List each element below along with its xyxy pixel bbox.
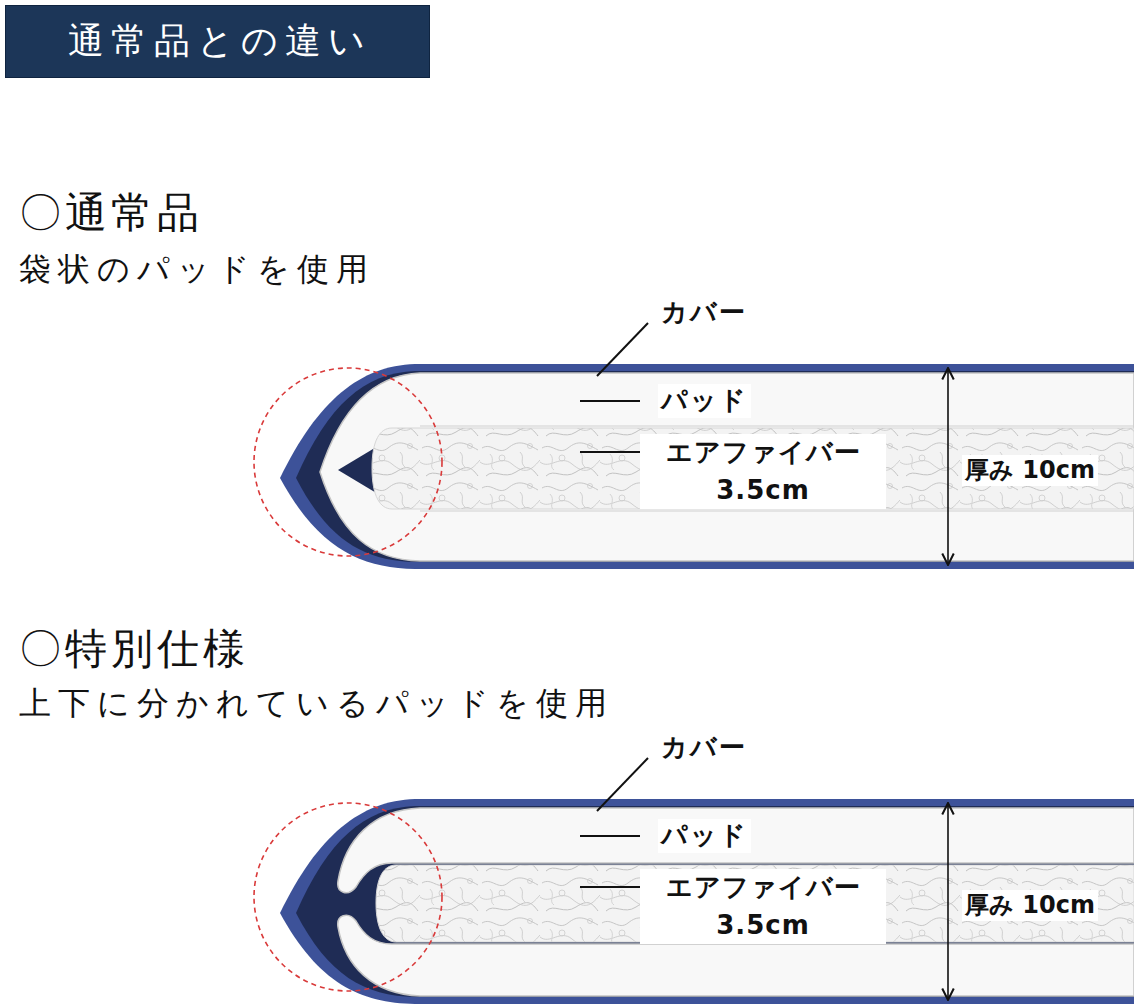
title-text: 通常品との違い [68,17,372,66]
leader-line [580,400,640,402]
title-bar: 通常品との違い [5,5,430,78]
part-label: カバー [658,296,750,330]
pad-seam [420,426,1134,427]
part-label: パッド [658,384,751,418]
leader-line [580,835,640,837]
cover [280,364,1134,569]
bag-pad [320,373,1134,561]
part-label-dimension: エアファイバー 3.5cm [640,434,886,509]
cover-inside [296,806,1134,997]
part-label: カバー [658,731,750,765]
section-heading: 〇特別仕様 [16,622,252,677]
thickness-dimension-label: 厚み 10cm [962,890,1098,921]
part-label: パッド [658,819,751,853]
mattress-special [254,758,1134,1004]
leader-line [597,758,648,811]
cover-inside [296,371,1134,562]
pad-seam [420,511,1134,512]
thickness-dimension-label: 厚み 10cm [962,455,1098,486]
thickness-dimension [947,368,949,565]
leader-line [580,886,640,888]
air-fiber [372,428,1134,509]
highlight-circle [254,368,442,556]
mattress-normal [254,323,1134,569]
highlight-circle [254,803,442,991]
section-description: 上下に分かれているパッドを使用 [16,683,617,725]
thickness-dimension [947,803,949,1000]
part-label-dimension: エアファイバー 3.5cm [640,869,886,944]
cover [280,799,1134,1004]
leader-line [580,451,640,453]
section-description: 袋状のパッドを使用 [16,249,378,291]
leader-line [597,323,648,376]
section-heading: 〇通常品 [16,186,206,241]
